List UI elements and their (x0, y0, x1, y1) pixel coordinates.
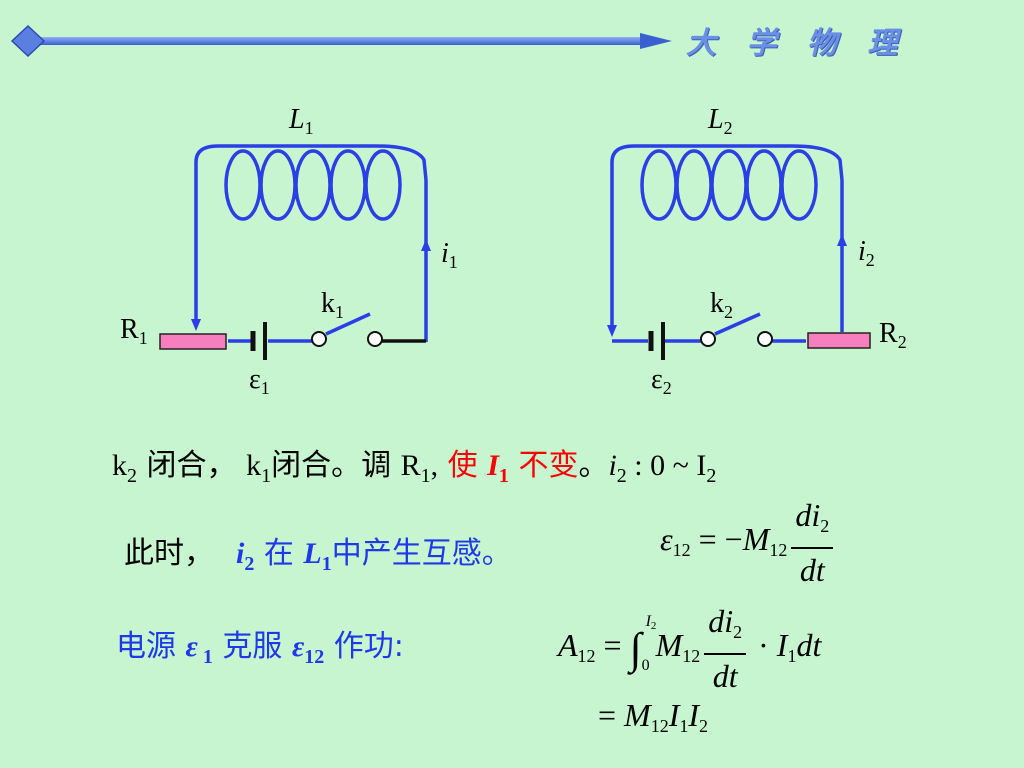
explanation-line-1: k2 闭合， k1闭合。调 R1, 使 I1 不变。i2 : 0 ~ I2 (112, 448, 717, 487)
left-emf-label: ε1 (249, 364, 270, 398)
right-emf-label: ε2 (651, 364, 672, 398)
right-switch-contact-b (757, 331, 773, 347)
right-resistor (807, 332, 871, 349)
left-inductor-label: L1 (289, 104, 314, 138)
right-inductor-label: L2 (708, 104, 733, 138)
right-switch-label: k2 (710, 288, 733, 322)
right-current-label: i2 (858, 236, 875, 270)
left-resistor (159, 333, 227, 350)
diamond-icon (10, 24, 46, 58)
left-resistor-label: R1 (120, 314, 148, 348)
left-switch-blade (325, 312, 371, 336)
header-title: 大 学 物 理 (686, 26, 908, 61)
right-switch-contact-a (700, 331, 716, 347)
explanation-line-2: 此时，i2 在 L1中产生互感。 (124, 536, 512, 575)
left-current-label: i1 (441, 238, 458, 272)
right-coil (610, 144, 844, 221)
left-switch-contact-a (311, 331, 327, 347)
left-switch-label: k1 (321, 288, 344, 322)
header-arrow (10, 24, 672, 58)
explanation-line-3: 电源 ε 1 克服 ε12 作功: (116, 629, 404, 668)
right-circuit (607, 144, 847, 343)
right-resistor-label: R2 (879, 318, 907, 352)
right-switch-blade (714, 312, 761, 336)
left-circuit (191, 144, 431, 343)
left-coil (194, 144, 428, 221)
circuit-diagram (159, 144, 871, 360)
left-switch-contact-b (367, 331, 383, 347)
equation-work-result: = M12I1I2 (598, 697, 709, 736)
